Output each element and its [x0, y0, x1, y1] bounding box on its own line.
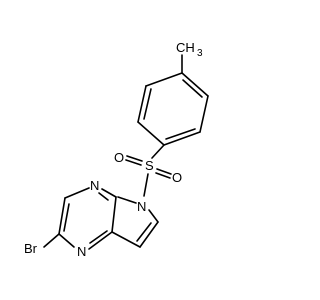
bromine-bond: [43, 233, 60, 248]
molecule-canvas: CH 3 S O O N N N Br: [24, 40, 209, 259]
sulfur-label: S: [145, 158, 154, 173]
nitrogen-top-label: N: [90, 178, 99, 193]
pyrrole-ring: [111, 196, 159, 248]
methyl-subscript: 3: [197, 48, 203, 59]
oxygen-left-label: O: [114, 150, 124, 165]
methyl-label: CH: [176, 40, 195, 55]
sulfonyl-oxygen-bonds: [125, 155, 172, 179]
oxygen-right-label: O: [172, 170, 182, 185]
nitrogen-bottom-label: N: [77, 244, 86, 259]
aryl-sulfur-bond: [151, 144, 165, 159]
pyrazine-ring: [58, 187, 117, 250]
bromine-label: Br: [24, 241, 38, 256]
nitrogen-pyrrole-label: N: [137, 199, 146, 214]
structure-diagram: CH 3 S O O N N N Br: [24, 40, 209, 259]
sulfur-nitrogen-bond: [143, 173, 149, 197]
toluene-ring: [137, 72, 209, 146]
